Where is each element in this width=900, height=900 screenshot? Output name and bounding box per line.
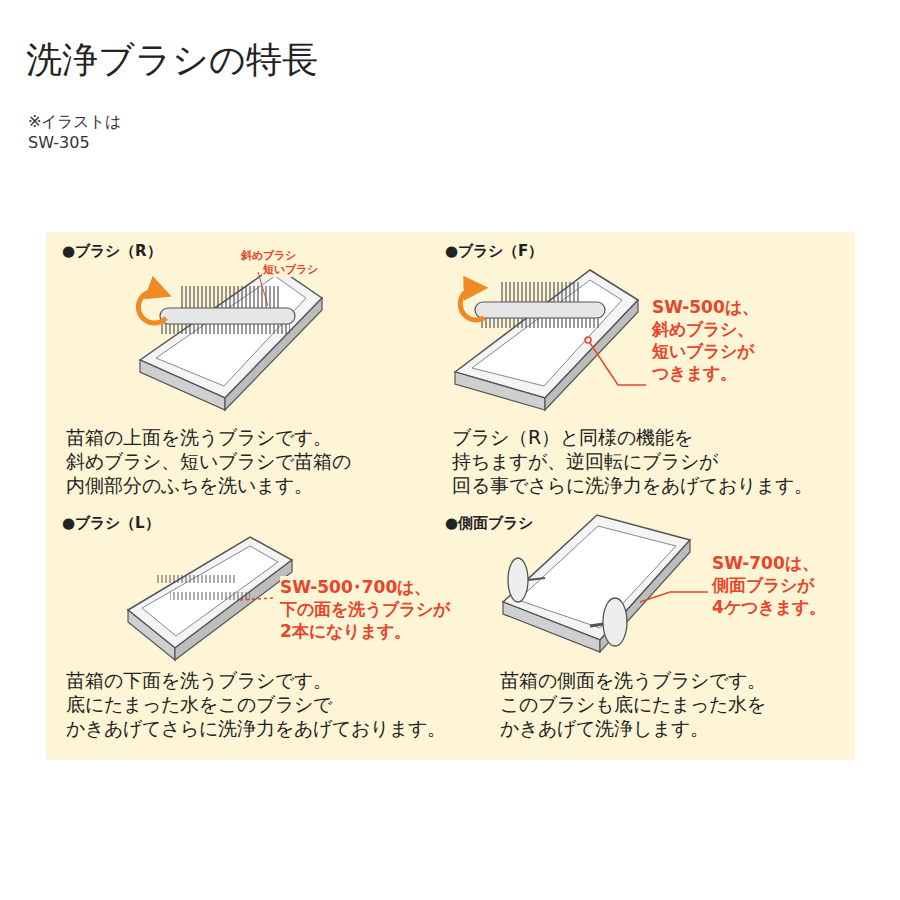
- text-line: 4ケつきます。: [712, 596, 826, 618]
- tray-r: [138, 266, 322, 410]
- text-line: 底にたまった水をこのブラシで: [66, 692, 446, 716]
- text-line: かきあげて洗浄します。: [500, 716, 766, 740]
- text-line: 内側部分のふちを洗います。: [66, 473, 351, 497]
- part-name: 短いブラシ: [262, 262, 319, 277]
- text-line: 2本になります。: [280, 620, 450, 642]
- section-heading: ●ブラシ（R）: [62, 242, 162, 261]
- text-line: ●ブラシ（L）: [62, 514, 160, 533]
- callout-note: SW-700は、 側面ブラシが 4ケつきます。: [712, 552, 826, 618]
- note: ※イラストは SW-305: [28, 112, 121, 152]
- text-line: 斜めブラシ: [241, 248, 296, 263]
- text-line: SW-500･700は、: [280, 576, 450, 598]
- tray-side: [503, 515, 708, 652]
- leader-line: [590, 343, 646, 385]
- text-line: 苗箱の側面を洗うブラシです。: [500, 668, 766, 692]
- description: 苗箱の側面を洗うブラシです。 このブラシも底にたまった水を かきあげて洗浄します…: [500, 668, 766, 740]
- text-line: 持ちますが、逆回転にブラシが: [452, 449, 813, 473]
- text-line: 苗箱の上面を洗うブラシです。: [66, 425, 351, 449]
- tray-f: [455, 270, 646, 410]
- text-line: SW-305: [28, 133, 121, 152]
- callout-note: SW-500･700は、 下の面を洗うブラシが 2本になります。: [280, 576, 450, 642]
- text-line: 短いブラシ: [263, 262, 318, 277]
- section-heading: ●側面ブラシ: [445, 514, 533, 533]
- callout-note: SW-500は、 斜めブラシ、 短いブラシが つきます。: [652, 296, 759, 384]
- text-line: 短いブラシが: [652, 340, 759, 362]
- part-name: 斜めブラシ: [240, 248, 297, 263]
- text-line: 回る事でさらに洗浄力をあげております。: [452, 473, 813, 497]
- text-line: 斜めブラシ、短いブラシで苗箱の: [66, 449, 351, 473]
- section-heading: ●ブラシ（F）: [445, 242, 543, 261]
- text-line: ●ブラシ（F）: [445, 242, 543, 261]
- description: 苗箱の上面を洗うブラシです。 斜めブラシ、短いブラシで苗箱の 内側部分のふちを洗…: [66, 425, 351, 497]
- text-line: 側面ブラシが: [712, 574, 826, 596]
- text-line: ●ブラシ（R）: [62, 242, 162, 261]
- text-line: かきあげてさらに洗浄力をあげております。: [66, 716, 446, 740]
- background-panel: [46, 232, 855, 760]
- description: ブラシ（R）と同様の機能を 持ちますが、逆回転にブラシが 回る事でさらに洗浄力を…: [452, 425, 813, 497]
- text-line: 苗箱の下面を洗うブラシです。: [66, 668, 446, 692]
- leader-line: [240, 598, 274, 600]
- text-line: SW-700は、: [712, 552, 826, 574]
- section-heading: ●ブラシ（L）: [62, 514, 160, 533]
- text-line: 下の面を洗うブラシが: [280, 598, 450, 620]
- text-line: ブラシ（R）と同様の機能を: [452, 425, 813, 449]
- page-title: 洗浄ブラシの特長: [26, 36, 318, 85]
- text-line: 斜めブラシ、: [652, 318, 759, 340]
- leader-line: [640, 592, 708, 602]
- tray-l: [128, 537, 292, 660]
- text-line: ●側面ブラシ: [445, 514, 533, 533]
- text-line: SW-500は、: [652, 296, 759, 318]
- text-line: このブラシも底にたまった水を: [500, 692, 766, 716]
- text-line: ※イラストは: [28, 112, 121, 133]
- text-line: つきます。: [652, 362, 759, 384]
- description: 苗箱の下面を洗うブラシです。 底にたまった水をこのブラシで かきあげてさらに洗浄…: [66, 668, 446, 740]
